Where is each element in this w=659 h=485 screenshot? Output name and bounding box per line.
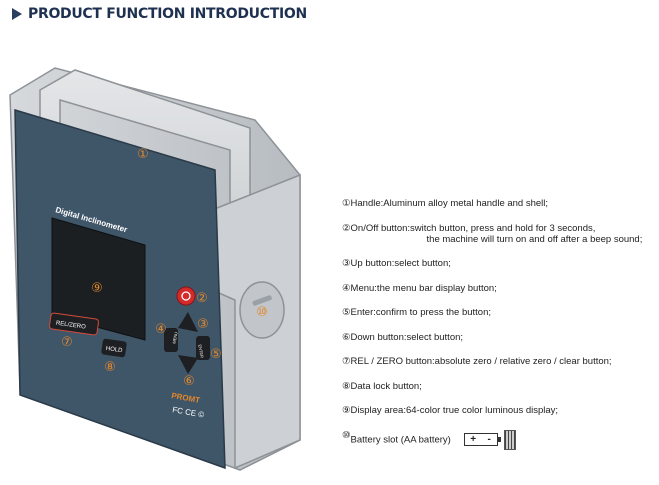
list-item: ⑩ Battery slot (AA battery) +- [342, 429, 657, 450]
hold-button [101, 338, 127, 358]
callout-1: ① [137, 147, 149, 162]
section-header: PRODUCT FUNCTION INTRODUCTION [12, 4, 307, 24]
callout-5: ⑤ [210, 347, 222, 362]
menu-button [164, 328, 178, 352]
menu-label: MENU [171, 331, 178, 344]
battery-icon: +- [463, 429, 516, 450]
enter-button [196, 336, 210, 360]
callout-8: ⑧ [104, 360, 116, 375]
page-title: PRODUCT FUNCTION INTRODUCTION [28, 6, 307, 22]
triangle-bullet-icon [12, 8, 22, 20]
down-button [178, 355, 198, 374]
list-item: ② On/Off button:switch button, press and… [342, 222, 643, 245]
callout-10: ⑩ [256, 305, 268, 320]
up-button [178, 312, 198, 332]
rel-zero-button [49, 312, 99, 336]
callout-7: ⑦ [61, 335, 73, 350]
callout-markers: ① ② ③ ④ ⑤ ⑥ ⑦ ⑧ ⑨ ⑩ [61, 147, 268, 389]
enter-label: ENTER [197, 344, 204, 358]
battery-cover [239, 281, 285, 339]
inclinometer-illustration: Digital Inclinometer REL/ZERO HOLD MENU … [9, 67, 301, 471]
callout-3: ③ [197, 317, 209, 332]
display-screen [51, 217, 146, 341]
callout-4: ④ [155, 322, 167, 337]
battery-spring-icon [503, 429, 516, 450]
rel-zero-label: REL/ZERO [55, 321, 86, 331]
hold-label: HOLD [105, 346, 123, 354]
callout-9: ⑨ [91, 281, 103, 296]
callout-6: ⑥ [183, 374, 195, 389]
power-button [176, 286, 196, 306]
callout-2: ② [196, 291, 208, 306]
